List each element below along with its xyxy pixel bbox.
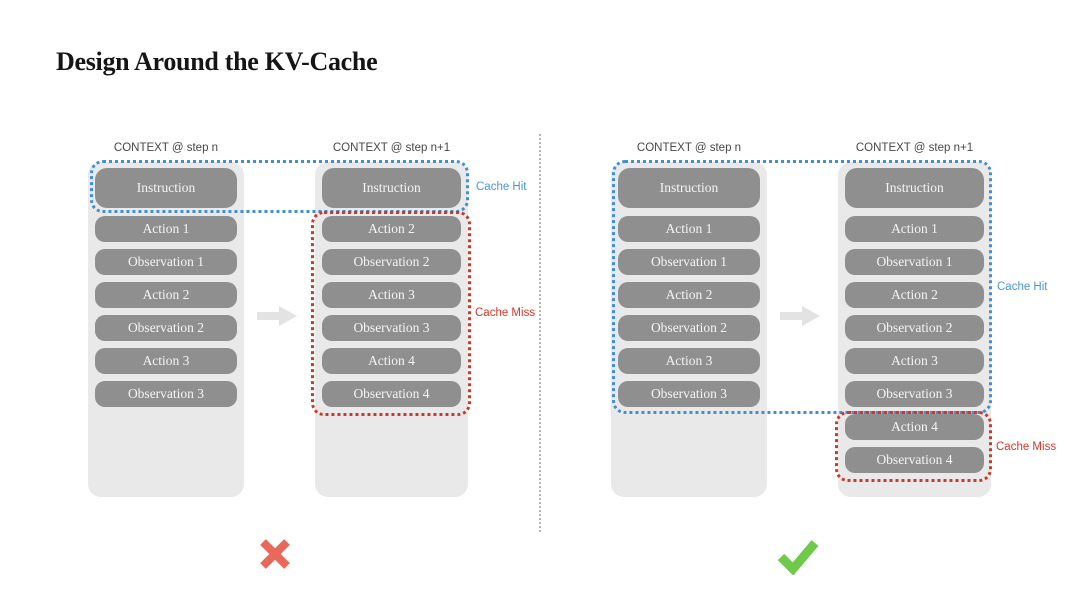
context-box: Observation 2 (845, 315, 984, 341)
context-box: Action 4 (322, 348, 461, 374)
cache-miss-label: Cache Miss (996, 441, 1057, 453)
context-column-step-n1: Instruction Action 2 Observation 2 Actio… (315, 162, 468, 497)
context-box: Observation 1 (95, 249, 237, 275)
context-column-step-n: Instruction Action 1 Observation 1 Actio… (611, 162, 767, 497)
context-box: Observation 2 (95, 315, 237, 341)
context-box: Instruction (845, 168, 984, 208)
context-box: Action 2 (95, 282, 237, 308)
page-title: Design Around the KV-Cache (56, 47, 378, 76)
context-box: Action 2 (845, 282, 984, 308)
context-box: Action 3 (322, 282, 461, 308)
context-header-step-n1: CONTEXT @ step n+1 (855, 142, 974, 154)
arrow-right-icon (257, 306, 297, 326)
context-header-step-n1: CONTEXT @ step n+1 (332, 142, 451, 154)
context-box: Observation 3 (322, 315, 461, 341)
context-box: Observation 3 (618, 381, 760, 407)
context-box: Action 1 (845, 216, 984, 242)
context-header-step-n: CONTEXT @ step n (636, 142, 742, 154)
context-box: Observation 2 (618, 315, 760, 341)
cross-icon (260, 539, 290, 569)
context-column-step-n1: Instruction Action 1 Observation 1 Actio… (838, 162, 991, 497)
context-box: Instruction (322, 168, 461, 208)
context-box: Observation 2 (322, 249, 461, 275)
context-box: Observation 3 (845, 381, 984, 407)
cache-miss-label: Cache Miss (475, 307, 536, 319)
context-box: Observation 1 (618, 249, 760, 275)
context-box: Observation 4 (322, 381, 461, 407)
context-box: Action 2 (618, 282, 760, 308)
context-box: Observation 1 (845, 249, 984, 275)
context-box: Observation 4 (845, 447, 984, 473)
context-box: Action 1 (95, 216, 237, 242)
context-box: Instruction (618, 168, 760, 208)
context-box: Observation 3 (95, 381, 237, 407)
cache-hit-label: Cache Hit (997, 281, 1048, 293)
context-box: Action 4 (845, 414, 984, 440)
vertical-divider (539, 134, 541, 532)
check-icon (777, 540, 819, 575)
context-box: Action 3 (95, 348, 237, 374)
context-column-step-n: Instruction Action 1 Observation 1 Actio… (88, 162, 244, 497)
context-box: Action 3 (618, 348, 760, 374)
cache-hit-label: Cache Hit (476, 181, 527, 193)
context-box: Action 2 (322, 216, 461, 242)
context-header-step-n: CONTEXT @ step n (113, 142, 219, 154)
context-box: Instruction (95, 168, 237, 208)
context-box: Action 1 (618, 216, 760, 242)
arrow-right-icon (780, 306, 820, 326)
context-box: Action 3 (845, 348, 984, 374)
